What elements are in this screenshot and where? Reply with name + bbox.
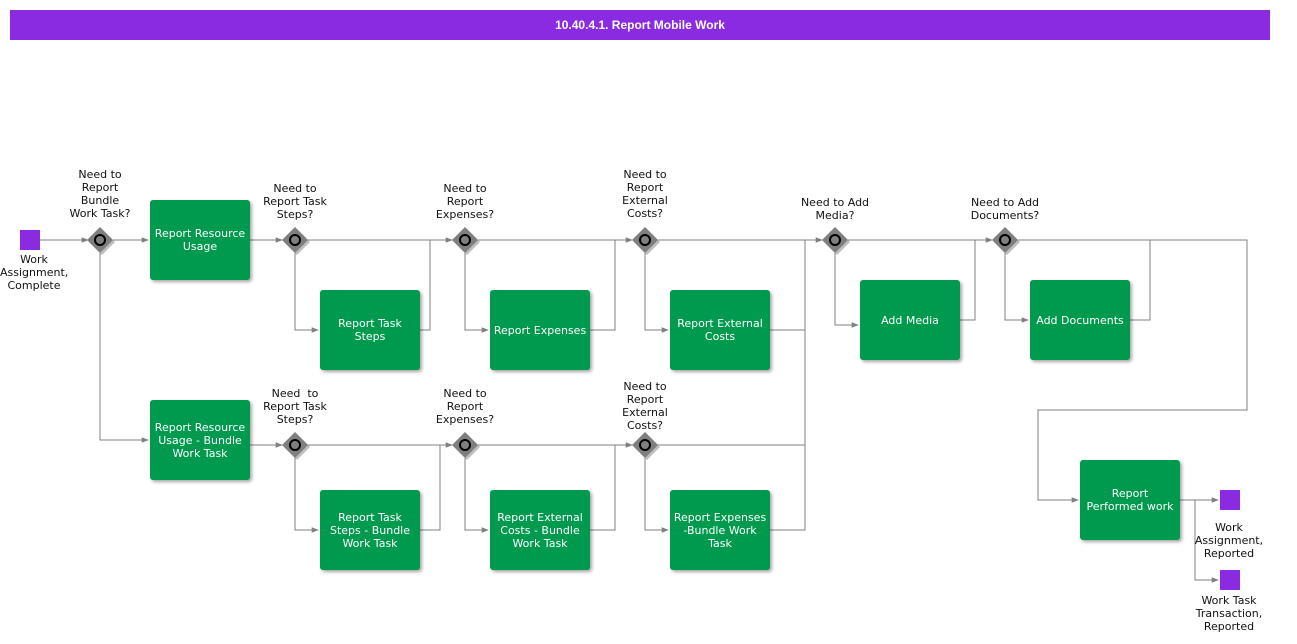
flow-bundle-expenses-gw-to-task [464, 458, 489, 533]
flow-expenses-gw-to-task [464, 253, 489, 333]
end-event-transaction-reported-label: Work Task Transaction, Reported [1195, 594, 1263, 633]
flow-docs-gw-out [1018, 239, 1248, 503]
flow-costs-gw-to-task [644, 253, 669, 333]
flow-docs-gw-to-task [1004, 253, 1029, 323]
gateway-media[interactable] [822, 227, 850, 255]
flow-performed-to-end-transaction [1194, 500, 1219, 583]
start-event-label: Work Assignment, Complete [0, 253, 69, 292]
flow-bundle-steps-gw-to-task [294, 458, 319, 533]
gateway-label-task-steps-bundle: Need to Report Task Steps? [263, 387, 327, 426]
gateway-label-external-costs-bundle: Need to Report External Costs? [622, 380, 668, 432]
gateway-marker-icon [459, 234, 471, 246]
gateway-documents[interactable] [992, 227, 1020, 255]
task-report-task-steps-bundle[interactable]: Report Task Steps - Bundle Work Task [320, 490, 420, 570]
task-add-documents[interactable]: Add Documents [1030, 280, 1130, 360]
flow-expenses-task-out [590, 240, 616, 331]
flow-bundle-costs-gw-to-task [644, 458, 669, 533]
task-report-resource-usage[interactable]: Report Resource Usage [150, 200, 250, 280]
gateway-external-costs-bundle[interactable] [632, 432, 660, 460]
end-event-assignment-reported-label: Work Assignment, Reported [1194, 521, 1264, 560]
flow-bundle-steps-task-out [420, 445, 441, 531]
gateway-marker-icon [639, 439, 651, 451]
flow-steps-task-out [420, 240, 431, 331]
gateway-marker-icon [999, 234, 1011, 246]
gateway-marker-icon [289, 234, 301, 246]
flow-bundle-costs-task-out [770, 240, 806, 531]
flow-media-task-out [960, 240, 976, 321]
diagram-title: 10.40.4.1. Report Mobile Work [10, 10, 1270, 40]
gateway-marker-icon [459, 439, 471, 451]
flow-media-gw-to-task [834, 253, 859, 328]
gateway-expenses-bundle[interactable] [452, 432, 480, 460]
task-report-expenses[interactable]: Report Expenses [490, 290, 590, 370]
task-report-performed-work[interactable]: Report Performed work [1080, 460, 1180, 540]
end-event-assignment-reported [1220, 490, 1240, 510]
gateway-external-costs[interactable] [632, 227, 660, 255]
task-report-expenses-bundle[interactable]: Report Expenses -Bundle Work Task [670, 490, 770, 570]
flow-bundle-expenses-task-out [590, 445, 616, 531]
gateway-task-steps[interactable] [282, 227, 310, 255]
flow-costs-task-out [770, 240, 806, 331]
task-report-task-steps[interactable]: Report Task Steps [320, 290, 420, 370]
task-report-resource-usage-bundle[interactable]: Report Resource Usage - Bundle Work Task [150, 400, 250, 480]
gateway-marker-icon [829, 234, 841, 246]
gateway-label-media: Need to Add Media? [800, 196, 870, 222]
gateway-bundle[interactable] [87, 227, 115, 255]
gateway-label-expenses-bundle: Need to Report Expenses? [435, 387, 495, 426]
gateway-task-steps-bundle[interactable] [282, 432, 310, 460]
task-report-external-costs-bundle[interactable]: Report External Costs - Bundle Work Task [490, 490, 590, 570]
gateway-label-expenses: Need to Report Expenses? [435, 182, 495, 221]
gateway-expenses[interactable] [452, 227, 480, 255]
gateway-label-bundle: Need to Report Bundle Work Task? [69, 168, 131, 220]
start-event [20, 230, 40, 250]
gateway-label-documents: Need to Add Documents? [970, 196, 1040, 222]
flow-docs-task-out [1130, 240, 1151, 321]
gateway-label-external-costs: Need to Report External Costs? [622, 168, 668, 220]
gateway-marker-icon [639, 234, 651, 246]
gateway-marker-icon [94, 234, 106, 246]
flow-bundle-yes [99, 253, 149, 443]
gateway-label-task-steps: Need to Report Task Steps? [263, 182, 327, 221]
end-event-transaction-reported [1220, 570, 1240, 590]
flow-steps-gw-to-task [294, 253, 319, 333]
gateway-marker-icon [289, 439, 301, 451]
task-add-media[interactable]: Add Media [860, 280, 960, 360]
task-report-external-costs[interactable]: Report External Costs [670, 290, 770, 370]
